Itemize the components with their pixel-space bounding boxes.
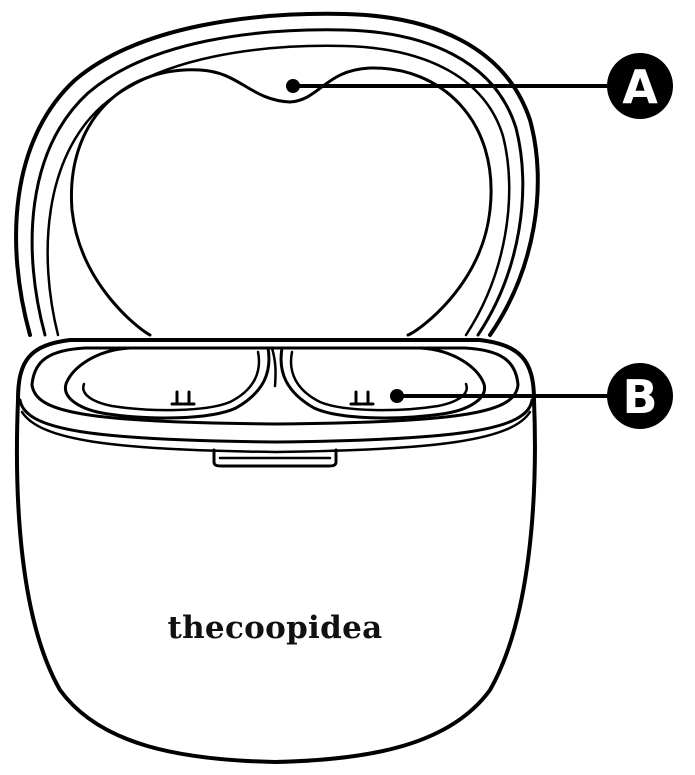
- callout-b-badge: [607, 363, 673, 429]
- callout-a: A: [286, 53, 673, 119]
- callout-a-badge: [607, 53, 673, 119]
- right-earbud-well: [279, 346, 487, 420]
- callout-b-label: B: [622, 370, 657, 424]
- left-earbud-well: [63, 346, 271, 420]
- earbud-wells: [63, 346, 487, 420]
- right-charging-pins: [349, 390, 375, 406]
- left-charging-pins: [170, 390, 196, 406]
- case-lid: [14, 11, 540, 337]
- callout-a-label: A: [622, 60, 658, 114]
- brand-logo-text: thecoopidea: [167, 610, 382, 646]
- case-base: [14, 338, 537, 764]
- callout-b: B: [390, 363, 673, 429]
- lid-recess: [69, 66, 493, 337]
- case-latch: [212, 448, 338, 468]
